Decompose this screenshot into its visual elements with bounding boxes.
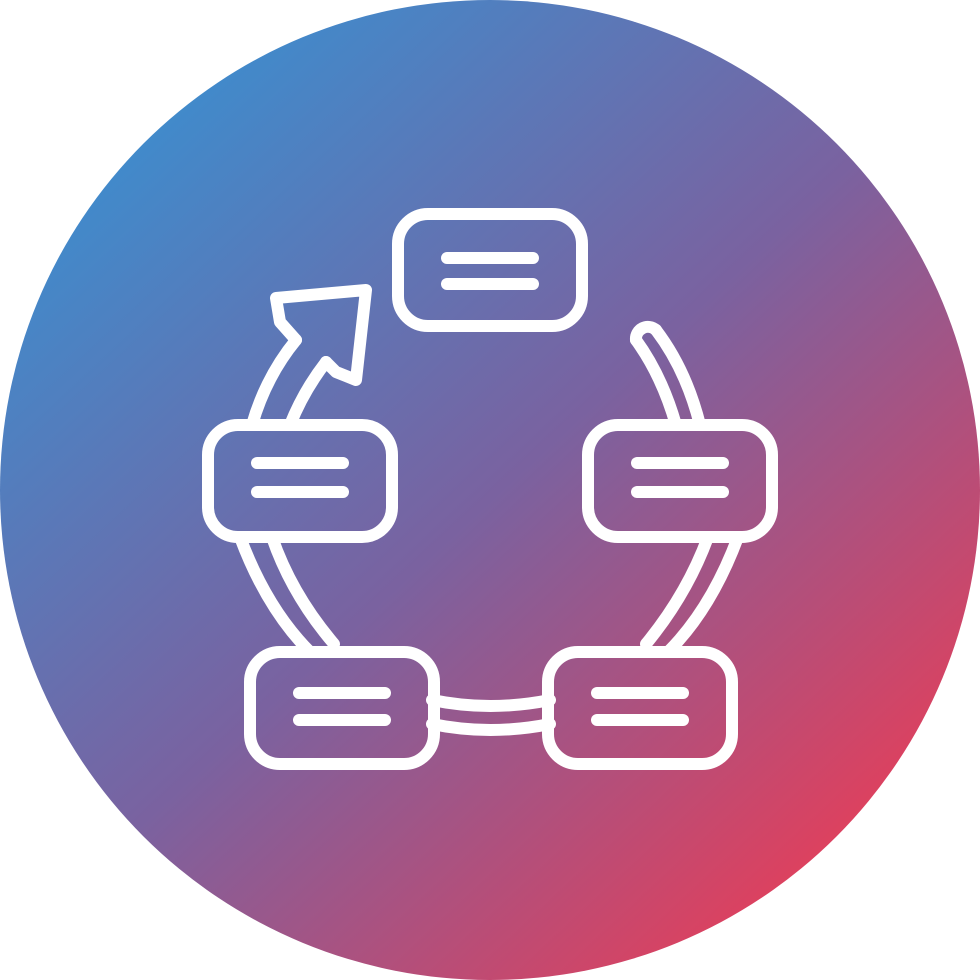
connector-left-arc (234, 531, 316, 658)
connector-bottom (426, 694, 556, 712)
connector-left-top-arc-inner (284, 356, 332, 431)
connector-left-top-arc (246, 334, 302, 431)
node-left (202, 419, 398, 543)
node-bottom-left (244, 646, 440, 770)
connector-left-arc-inner (266, 531, 340, 650)
connector-right-top-arc-inner (630, 334, 682, 431)
connector-right-top-cap (629, 320, 662, 346)
connector-bottom-inner (426, 718, 556, 736)
connector-right-top-arc (650, 324, 706, 431)
connector-right-arc (662, 531, 744, 658)
arrow-head (270, 284, 372, 386)
node-top (392, 208, 588, 332)
node-bottom-right (542, 646, 738, 770)
node-right (582, 419, 778, 543)
connector-right-arc-inner (640, 531, 714, 650)
